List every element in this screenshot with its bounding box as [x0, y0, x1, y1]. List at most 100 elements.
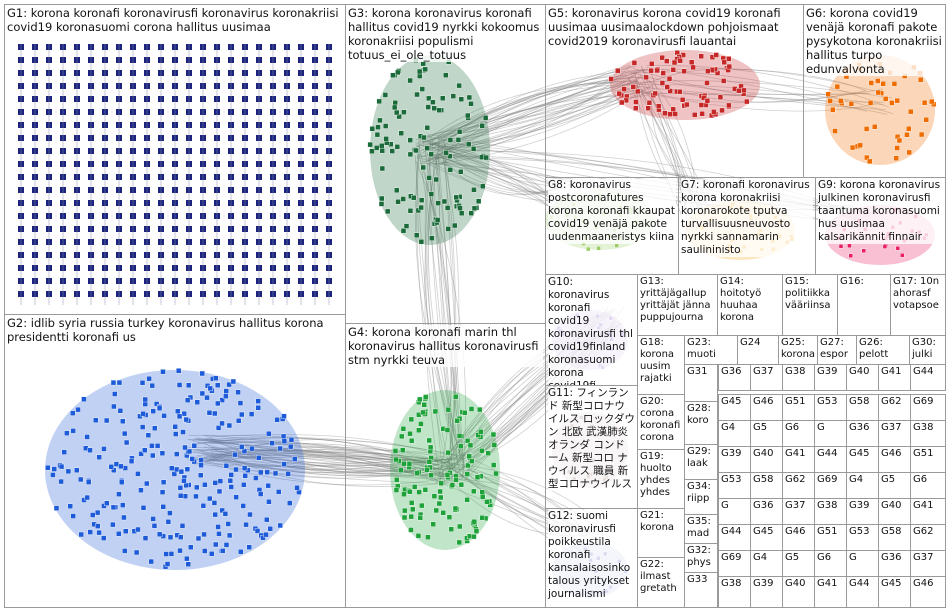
small-group-cell: G44: [910, 364, 946, 391]
group-panel-g9: G9: korona koronavirus julkinen koronavi…: [815, 177, 946, 275]
group-label-g11: G11: フィンランド 新型コロナウイルス ロックダウン 北欧 武漢肺炎 オラン…: [548, 387, 635, 491]
group-label-g3: G3: korona koronavirus koronafi hallitus…: [348, 6, 543, 62]
group-label-g2: G2: idlib syria russia turkey koronaviru…: [7, 316, 343, 344]
group-label-g24: G24: [740, 337, 776, 349]
small-group-label: G44: [817, 448, 844, 460]
small-group-label: G69: [721, 552, 748, 564]
small-group-cell: G4: [750, 550, 783, 577]
small-group-label: G46: [785, 526, 812, 538]
small-group-cell: G5: [750, 420, 783, 447]
small-group-cell: G4: [718, 420, 751, 447]
small-group-cell: G45: [878, 576, 911, 608]
group-panel-g35: G35: mad: [684, 514, 718, 544]
small-group-cell: G37: [782, 498, 815, 525]
group-label-g8: G8: koronavirus postcoronafutures korona…: [548, 179, 676, 244]
small-group-cell: G5: [782, 550, 815, 577]
small-group-label: G45: [881, 578, 908, 590]
small-group-label: G37: [881, 422, 908, 434]
small-group-label: G41: [817, 578, 844, 590]
small-group-label: G44: [849, 578, 876, 590]
group-panel-g5: G5: koronavirus korona covid19 koronafi …: [545, 4, 804, 178]
small-group-cell: G46: [910, 576, 946, 608]
small-group-label: G44: [721, 526, 748, 538]
small-group-label: G62: [785, 474, 812, 486]
small-group-cell: G58: [750, 472, 783, 499]
small-group-cell: G6: [910, 472, 946, 499]
group-label-g29: G29: laak: [687, 446, 715, 470]
group-label-g25: G25: korona: [781, 337, 815, 361]
group-label-g6: G6: korona covid19 venäjä koronafi pakot…: [806, 6, 943, 76]
small-group-label: G45: [849, 448, 876, 460]
small-group-label: G46: [881, 448, 908, 460]
small-group-label: G44: [913, 366, 943, 378]
small-group-label: G51: [817, 526, 844, 538]
small-group-cell: G37: [750, 364, 783, 391]
group-panel-g1: G1: korona koronafi koronavirusfi korona…: [4, 4, 346, 315]
small-group-label: G37: [753, 366, 780, 378]
small-group-label: G40: [785, 578, 812, 590]
small-group-label: G45: [721, 396, 748, 408]
small-group-cell: G62: [878, 394, 911, 421]
group-label-g32: G32: phys: [687, 545, 715, 569]
group-label-g22: G22: ilmast gretath: [640, 559, 682, 595]
small-group-label: G36: [881, 552, 908, 564]
small-group-cell: G51: [782, 394, 815, 421]
group-label-g13: G13: yrittäjägallup yrittäjät jänna pupp…: [640, 276, 715, 324]
small-group-cell: G37: [878, 420, 911, 447]
small-group-cell: G6: [782, 420, 815, 447]
group-label-g9: G9: korona koronavirus julkinen koronavi…: [818, 179, 943, 244]
small-group-cell: G53: [718, 472, 751, 499]
small-group-cell: G40: [750, 446, 783, 473]
small-group-label: G41: [913, 500, 943, 512]
small-group-label: G36: [721, 366, 748, 378]
small-group-cell: G37: [910, 550, 946, 577]
small-group-cell: G36: [750, 498, 783, 525]
group-label-g28: G28: koro: [687, 403, 715, 427]
small-group-cell: G5: [878, 472, 911, 499]
small-group-label: G38: [785, 366, 812, 378]
small-group-label: G40: [753, 448, 780, 460]
group-panel-g22: G22: ilmast gretath: [637, 557, 685, 608]
group-panel-g6: G6: korona covid19 venäjä koronafi pakot…: [803, 4, 946, 178]
small-group-label: G46: [913, 578, 943, 590]
group-panel-g20: G20: corona koronafi corona: [637, 394, 685, 450]
small-group-label: G37: [785, 500, 812, 512]
group-label-g4: G4: korona koronafi marin thl koronaviru…: [348, 325, 543, 367]
small-group-label: G53: [721, 474, 748, 486]
group-panel-g10: G10: koronavirus koronafi covid19 korona…: [545, 274, 638, 386]
small-group-cell: G69: [718, 550, 751, 577]
group-label-g33: G33: [687, 574, 715, 586]
group-label-g26: G26: pelott: [859, 337, 907, 361]
small-group-cell: G51: [910, 446, 946, 473]
group-label-g17: G17: 10n ahorasf votapsoe: [893, 276, 943, 312]
small-group-cell: G: [814, 420, 847, 447]
group-panel-g28: G28: koro: [684, 401, 718, 445]
small-group-cell: G58: [878, 524, 911, 551]
small-group-cell: G45: [718, 394, 751, 421]
small-group-label: G58: [881, 526, 908, 538]
group-panel-g11: G11: フィンランド 新型コロナウイルス ロックダウン 北欧 武漢肺炎 オラン…: [545, 385, 638, 509]
group-panel-g7: G7: koronafi koronavirus korona koronakr…: [678, 177, 816, 275]
small-group-cell: G69: [814, 472, 847, 499]
small-group-label: G38: [721, 578, 748, 590]
small-group-cell: G46: [782, 524, 815, 551]
group-label-g18: G18: korona uusim rajatki: [640, 337, 682, 385]
small-group-label: G4: [753, 552, 780, 564]
group-panel-g14: G14: hoitotyö huuhaa korona: [717, 274, 783, 336]
small-group-label: G41: [881, 366, 908, 378]
small-group-label: G: [817, 422, 844, 434]
group-panel-g29: G29: laak: [684, 444, 718, 480]
small-group-label: G62: [881, 396, 908, 408]
small-group-cell: G46: [878, 446, 911, 473]
small-group-cell: G40: [782, 576, 815, 608]
small-group-label: G: [721, 500, 748, 512]
small-group-label: G5: [881, 474, 908, 486]
group-panel-g33: G33: [684, 572, 718, 608]
small-group-cell: G6: [814, 550, 847, 577]
group-label-g23: G23: muoti: [687, 337, 735, 361]
small-group-label: G5: [753, 422, 780, 434]
group-panel-g15: G15: politiikka vääriinsa: [782, 274, 838, 336]
small-group-cell: G39: [814, 364, 847, 391]
small-group-label: G36: [753, 500, 780, 512]
group-label-g21: G21: korona: [640, 510, 682, 534]
